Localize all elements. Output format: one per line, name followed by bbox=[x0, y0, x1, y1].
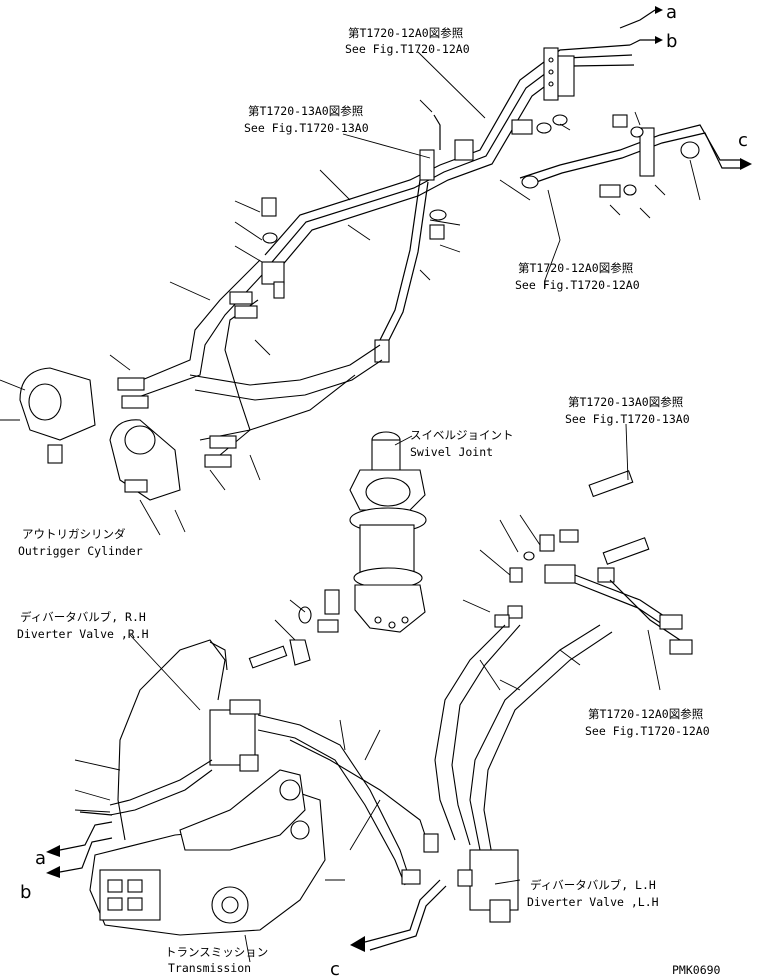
connection-c-right: c bbox=[738, 130, 748, 151]
ref-r13-jp: 第T1720-13A0図参照 bbox=[568, 395, 683, 409]
connection-a-top: a bbox=[666, 2, 677, 23]
diverter-rh-label-jp: ディバータバルブ, R.H bbox=[20, 610, 146, 624]
left-arrows bbox=[46, 811, 113, 878]
ref-low-jp: 第T1720-12A0図参照 bbox=[588, 707, 703, 721]
transmission-label-en: Transmission bbox=[168, 961, 251, 975]
ref-right-en: See Fig.T1720-12A0 bbox=[515, 278, 640, 292]
diverter-lh-label-en: Diverter Valve ,L.H bbox=[527, 895, 659, 909]
ref-r13-en: See Fig.T1720-13A0 bbox=[565, 412, 690, 426]
connection-b-left: b bbox=[20, 882, 31, 903]
ref-top-jp: 第T1720-12A0図参照 bbox=[348, 26, 463, 40]
transmission bbox=[89, 769, 326, 936]
drawing-number: PMK0690 bbox=[672, 963, 721, 977]
right-fittings bbox=[494, 470, 693, 655]
connection-b-top: b bbox=[666, 31, 677, 52]
outrigger-label-en: Outrigger Cylinder bbox=[18, 544, 143, 558]
ref-top-en: See Fig.T1720-12A0 bbox=[345, 42, 470, 56]
leader-lines bbox=[0, 51, 701, 963]
ref-mid-jp: 第T1720-13A0図参照 bbox=[248, 104, 363, 118]
component-labels: スイベルジョイント Swivel Joint アウトリガシリンダ Outrigg… bbox=[17, 428, 659, 975]
connection-labels: a b c a b c bbox=[20, 2, 748, 978]
connection-c-bottom: c bbox=[330, 959, 340, 978]
swivel-label-en: Swivel Joint bbox=[410, 445, 493, 459]
connection-a-left: a bbox=[35, 848, 46, 869]
swivel-joint bbox=[248, 431, 427, 669]
swivel-label-jp: スイベルジョイント bbox=[410, 428, 514, 442]
upper-pipe-assembly bbox=[264, 6, 752, 363]
ref-mid-en: See Fig.T1720-13A0 bbox=[244, 121, 369, 135]
diverter-lh-label-jp: ディバータバルブ, L.H bbox=[530, 878, 656, 892]
ref-low-en: See Fig.T1720-12A0 bbox=[585, 724, 710, 738]
outrigger-label-jp: アウトリガシリンダ bbox=[22, 527, 126, 541]
lower-hose-assembly bbox=[109, 624, 613, 952]
transmission-label-jp: トランスミッション bbox=[165, 945, 268, 959]
ref-right-jp: 第T1720-12A0図参照 bbox=[518, 261, 633, 275]
left-hose-assembly bbox=[19, 197, 383, 501]
reference-labels: 第T1720-12A0図参照 See Fig.T1720-12A0 第T1720… bbox=[244, 26, 710, 738]
diverter-rh-label-en: Diverter Valve ,R.H bbox=[17, 627, 149, 641]
